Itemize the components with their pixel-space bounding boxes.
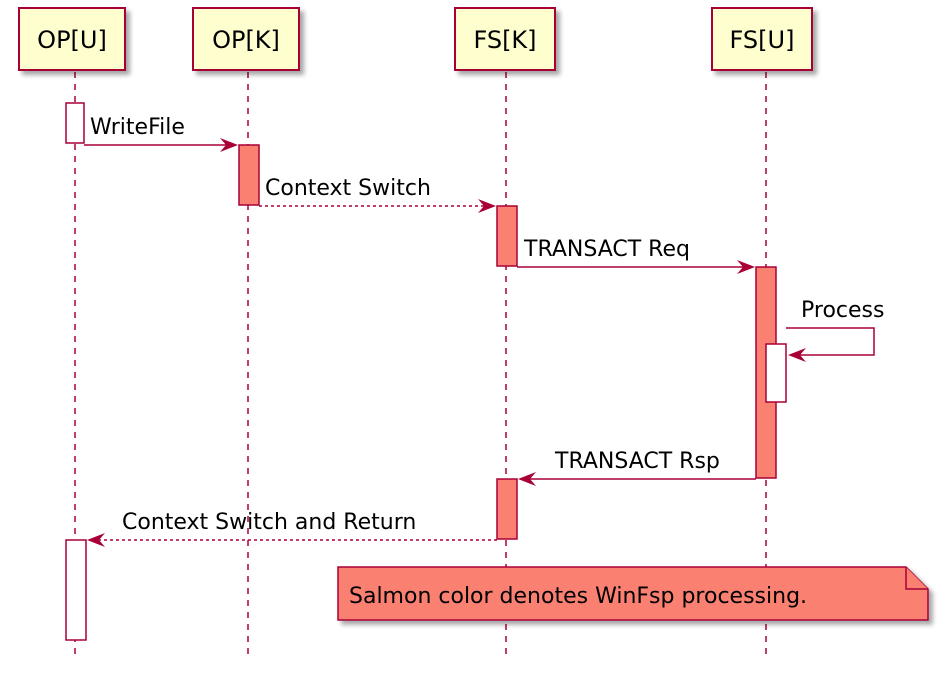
participant-opk-label: OP[K] [212, 26, 280, 54]
note: Salmon color denotes WinFsp processing. [337, 566, 929, 621]
message-process: Process [786, 298, 884, 362]
arrowhead [518, 472, 536, 486]
activation-opu-1 [65, 102, 85, 144]
message-process-label: Process [801, 298, 884, 323]
message-transact-rsp-label: TRANSACT Rsp [554, 449, 720, 474]
arrowhead [737, 260, 755, 274]
arrowhead [87, 533, 105, 547]
message-writefile: WriteFile [84, 115, 238, 152]
message-transact-req: TRANSACT Req [517, 237, 755, 274]
participant-opu-label: OP[U] [37, 26, 107, 54]
activation-fsk-1 [496, 205, 518, 267]
participant-opu: OP[U] [18, 7, 126, 71]
activation-fsk-2 [496, 478, 518, 540]
arrowhead [478, 199, 496, 213]
activation-fsu-process [765, 343, 787, 403]
participant-fsu: FS[U] [711, 7, 813, 71]
message-transact-rsp: TRANSACT Rsp [518, 449, 756, 486]
participant-fsu-label: FS[U] [730, 26, 795, 54]
activation-opk [238, 144, 260, 206]
message-transact-req-label: TRANSACT Req [523, 237, 690, 262]
arrowhead [788, 348, 806, 362]
participant-fsk-label: FS[K] [473, 26, 536, 54]
message-context-switch: Context Switch [259, 176, 496, 213]
activation-opu-2 [65, 539, 87, 641]
message-context-switch-label: Context Switch [265, 176, 431, 201]
message-context-switch-return: Context Switch and Return [87, 510, 497, 547]
arrowhead [220, 138, 238, 152]
message-context-switch-return-label: Context Switch and Return [122, 510, 416, 535]
participant-fsk: FS[K] [454, 7, 556, 71]
message-writefile-label: WriteFile [90, 115, 185, 140]
note-text: Salmon color denotes WinFsp processing. [349, 584, 807, 609]
participant-opk: OP[K] [192, 7, 300, 71]
